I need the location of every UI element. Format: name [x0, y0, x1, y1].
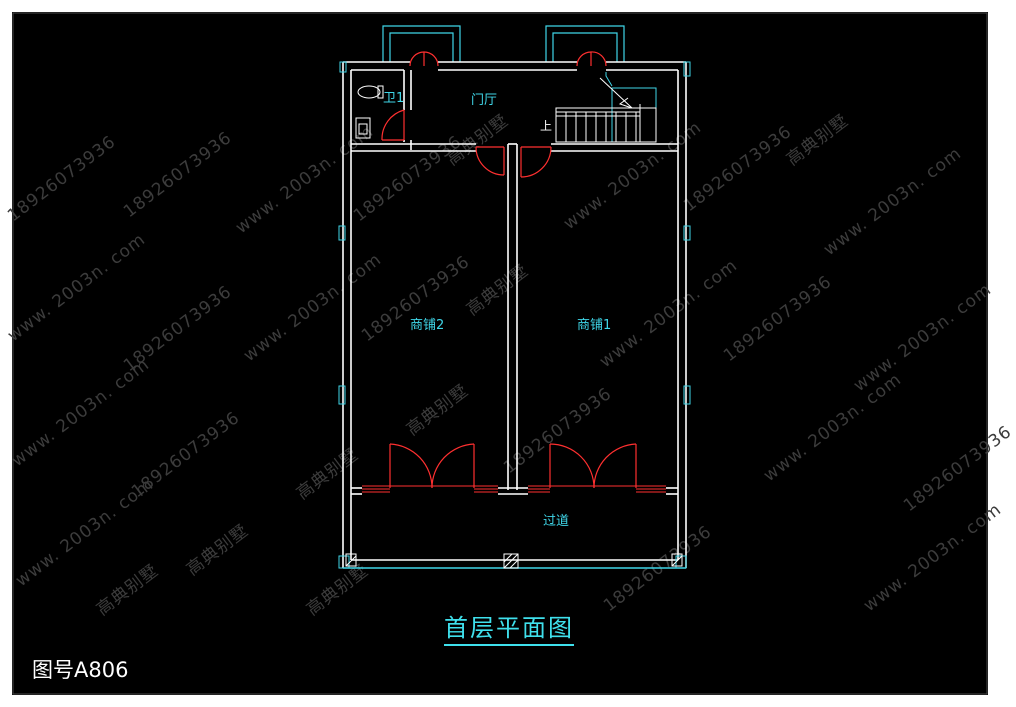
room-label-toilet: 卫1 [383, 91, 405, 106]
entrance-door-left [409, 51, 439, 67]
stairs-up-marker: 上 [540, 119, 553, 133]
entrance-door-right [576, 51, 607, 67]
foyer-shop-wall [351, 143, 678, 152]
central-partition-wall [507, 143, 518, 490]
shop-corridor-wall [351, 487, 678, 495]
drawing-number: 图号A806 [32, 658, 129, 682]
door-foyer-shop1 [520, 146, 552, 178]
hatched-column [345, 553, 683, 569]
room-label-shop2: 商铺2 [410, 318, 445, 333]
room-label-foyer: 门厅 [471, 93, 498, 108]
entrance-canopy-right [545, 25, 625, 62]
sheet-border [12, 12, 988, 695]
storefront-shop2 [362, 485, 498, 493]
room-label-shop1: 商铺1 [577, 318, 612, 333]
plan-title: 首层平面图 [444, 608, 574, 646]
toilet-walls [403, 70, 412, 150]
double-door-shop1 [549, 443, 637, 489]
exterior-walls [342, 61, 687, 569]
entrance-canopy-left [382, 25, 461, 62]
door-toilet [381, 109, 405, 141]
door-foyer-shop2 [475, 146, 505, 176]
double-door-shop2 [389, 443, 475, 489]
toilet-fixture [355, 85, 384, 139]
room-label-corridor: 过道 [543, 514, 570, 529]
storefront-shop1 [528, 485, 666, 493]
floor-plan [12, 12, 988, 695]
staircase [555, 72, 657, 143]
